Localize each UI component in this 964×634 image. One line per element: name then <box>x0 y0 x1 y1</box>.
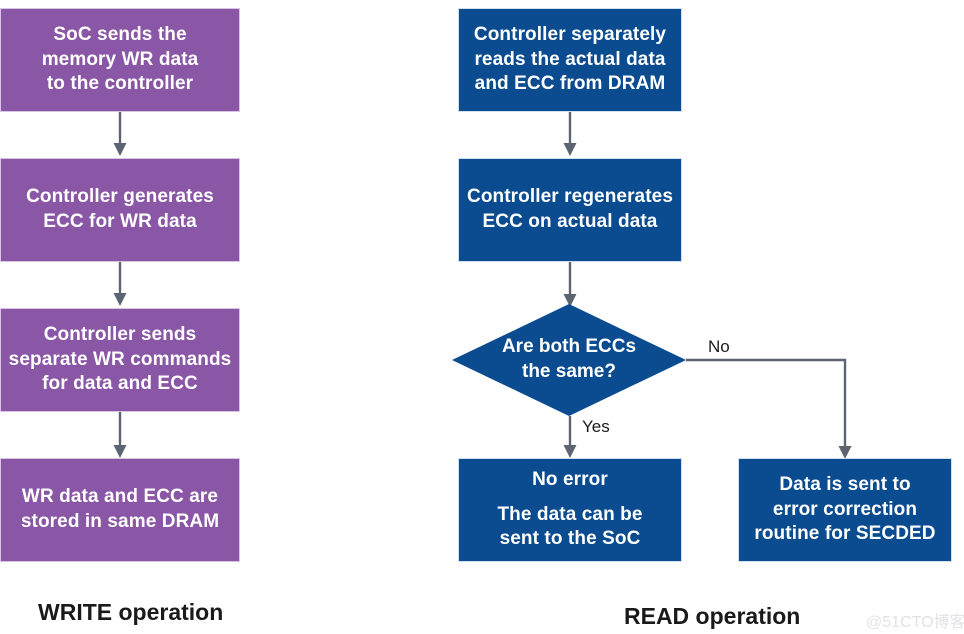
connector-decision-yes <box>562 416 578 460</box>
edge-label-no: No <box>708 337 730 356</box>
edge-label-yes: Yes <box>582 417 610 436</box>
node-line: Data is sent to <box>779 473 911 495</box>
node-line: WR data and ECC are <box>21 486 219 508</box>
node-line: and ECC from DRAM <box>474 73 666 95</box>
node-line: ECC on actual data <box>482 211 658 232</box>
node-line: to the controller <box>46 73 194 95</box>
connector-read-2-to-decision <box>562 262 578 308</box>
connector-write-3-to-4 <box>112 412 128 460</box>
watermark-label: @51CTO博客 <box>866 614 964 631</box>
connector-read-1-to-2 <box>562 112 578 158</box>
write-node-soc-sends-wr-data[interactable]: SoC sends the memory WR data to the cont… <box>0 8 240 112</box>
connector-decision-no <box>686 348 862 462</box>
write-operation-caption: WRITE operation <box>38 599 224 625</box>
node-line: sent to the SoC <box>499 528 641 550</box>
write-node-wr-data-ecc-stored[interactable]: WR data and ECC are stored in same DRAM <box>0 458 240 562</box>
read-node-no-error-data-sent[interactable]: No error The data can be sent to the SoC <box>458 458 682 562</box>
read-decision-are-both-eccs-same[interactable]: Are both ECCs the same? <box>452 304 686 416</box>
read-node-controller-reads-data-ecc[interactable]: Controller separately reads the actual d… <box>458 8 682 112</box>
node-line: Controller sends <box>43 323 197 345</box>
node-line: stored in same DRAM <box>20 511 220 532</box>
read-node-data-sent-to-secded[interactable]: Data is sent to error correction routine… <box>738 458 952 562</box>
write-node-controller-sends-wr-commands[interactable]: Controller sends separate WR commands fo… <box>0 308 240 412</box>
node-line: error correction <box>772 498 918 520</box>
read-operation-caption: READ operation <box>624 603 801 629</box>
node-line: Controller generates <box>26 186 214 208</box>
write-node-controller-generates-ecc[interactable]: Controller generates ECC for WR data <box>0 158 240 262</box>
node-line: Controller regenerates <box>467 186 673 208</box>
node-line: The data can be <box>497 503 643 525</box>
node-line: Controller separately <box>473 23 667 45</box>
node-line: separate WR commands <box>8 348 232 370</box>
connector-write-1-to-2 <box>112 112 128 158</box>
node-line: No error <box>532 468 608 490</box>
read-node-controller-regenerates-ecc[interactable]: Controller regenerates ECC on actual dat… <box>458 158 682 262</box>
diamond-shape <box>452 304 686 416</box>
connector-write-2-to-3 <box>112 262 128 308</box>
node-line: memory WR data <box>41 48 199 70</box>
node-line: SoC sends the <box>53 23 187 45</box>
node-line: routine for SECDED <box>754 523 936 545</box>
node-line: ECC for WR data <box>43 211 197 232</box>
node-line: reads the actual data <box>474 48 666 70</box>
node-line: for data and ECC <box>42 373 198 395</box>
